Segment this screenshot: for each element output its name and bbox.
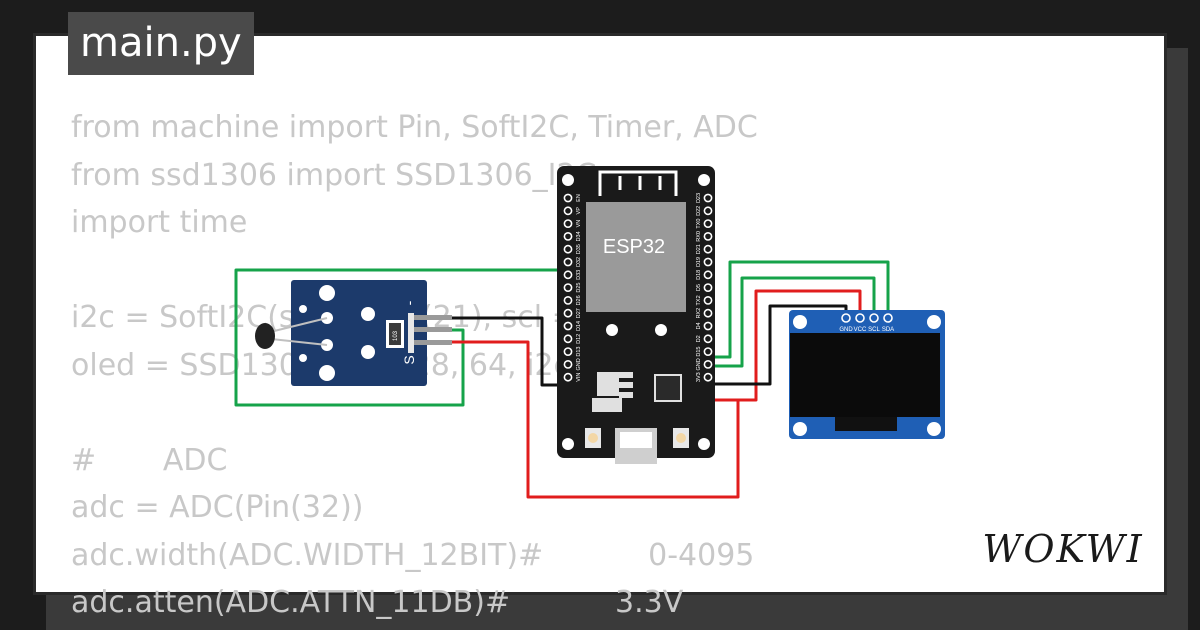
esp32-pin-label: D26 (576, 295, 582, 305)
esp32-board[interactable]: ESP32 ENVPVND34D35D32D33D25D26D27D14D12D… (557, 166, 715, 464)
esp32-pin-d15[interactable] (703, 347, 713, 356)
code-line: from machine import Pin, SoftI2C, Timer,… (71, 110, 758, 145)
esp32-pin-label: D32 (576, 257, 582, 267)
esp32-pin-d35[interactable] (563, 244, 573, 254)
code-line: # ADC (71, 442, 228, 478)
file-tab[interactable]: main.py (68, 12, 254, 75)
esp32-pin-label: VP (576, 207, 582, 215)
wokwi-logo: WOKWI (982, 527, 1143, 571)
oled-pin-label: VCC (854, 327, 867, 333)
thermistor-icon (255, 323, 275, 349)
wire-black-sensor-gnd (452, 316, 566, 387)
esp32-pin-label: D4 (696, 322, 702, 329)
esp32-pin-en[interactable] (563, 193, 573, 203)
esp32-pin-label: D21 (696, 244, 702, 254)
esp32-pin-d18[interactable] (703, 270, 713, 280)
esp32-pin-label: TX0 (696, 219, 702, 229)
esp32-pin-d33[interactable] (563, 270, 573, 280)
esp32-pin-gnd[interactable] (703, 359, 713, 369)
code-line: adc.width(ADC.WIDTH_12BIT)# 0-4095 (71, 537, 755, 573)
esp32-pin-d19[interactable] (703, 257, 713, 267)
esp32-pin-label: D2 (696, 335, 702, 342)
wire-red-vcc (710, 289, 862, 402)
code-line: import time (71, 205, 248, 240)
esp32-pin-d2[interactable] (703, 334, 713, 344)
oled-pin-label: SCL (868, 327, 880, 333)
esp32-pin-label: VN (576, 220, 582, 228)
sensor-signal-label: S (401, 355, 417, 364)
esp32-pin-vin[interactable] (563, 372, 573, 382)
esp32-pin-d27[interactable] (563, 308, 573, 318)
esp32-pin-label: RX0 (696, 231, 702, 242)
code-line: adc.atten(ADC.ATTN_11DB)# 3.3V (71, 585, 684, 620)
esp32-pin-rx0[interactable] (703, 231, 713, 241)
esp32-pin-vn[interactable] (563, 219, 573, 228)
esp32-pin-d13[interactable] (563, 347, 573, 356)
esp32-pin-d26[interactable] (563, 295, 573, 305)
esp32-pin-label: D18 (696, 270, 702, 280)
code-line: from ssd1306 import SSD1306_I2C (71, 157, 597, 193)
esp32-pin-label: D12 (576, 334, 582, 344)
esp32-pin-label: 3V3 (696, 372, 702, 382)
esp32-pin-d32[interactable] (563, 257, 573, 267)
esp32-pin-label: D23 (696, 193, 702, 203)
esp32-pin-label: TX2 (696, 295, 702, 305)
wokwi-logo-text: WOKWI (982, 527, 1143, 571)
esp32-pin-d14[interactable] (563, 321, 573, 331)
esp32-pin-d5[interactable] (703, 283, 713, 292)
wire-green-scl (710, 276, 876, 368)
esp32-pin-tx0[interactable] (703, 219, 713, 228)
wire-black-gnd (710, 304, 848, 386)
esp32-pin-label: RX2 (696, 308, 702, 319)
esp32-pin-label: D25 (576, 283, 582, 293)
esp32-pin-label: D14 (576, 321, 582, 331)
esp32-pin-label: D34 (576, 231, 582, 241)
esp32-pin-d4[interactable] (703, 321, 713, 331)
esp32-label: ESP32 (603, 236, 665, 258)
oled-pin-sda[interactable] (883, 313, 893, 323)
esp32-pin-rx2[interactable] (703, 308, 713, 318)
esp32-pin-label: D13 (576, 347, 582, 357)
oled-pin-scl[interactable] (869, 313, 879, 323)
oled-pin-label: GND (839, 327, 853, 333)
wire-green-sda (710, 260, 890, 359)
wire-green-sensor-signal (234, 268, 566, 407)
esp32-pin-label: D22 (696, 206, 702, 216)
esp32-pin-d12[interactable] (563, 334, 573, 344)
esp32-pin-d21[interactable] (703, 244, 713, 254)
esp32-pin-d25[interactable] (563, 283, 573, 292)
esp32-pin-label: D5 (696, 284, 702, 291)
esp32-pin-label: D35 (576, 244, 582, 254)
esp32-pin-label: GND (696, 358, 702, 370)
oled-pin-vcc[interactable] (855, 313, 865, 323)
oled-pin-gnd[interactable] (841, 313, 851, 323)
esp32-pin-label: VIN (576, 373, 582, 382)
esp32-pin-3v3[interactable] (703, 372, 713, 382)
esp32-pin-label: GND (576, 358, 582, 370)
oled-screen (790, 333, 940, 417)
esp32-pin-vp[interactable] (563, 206, 573, 216)
esp32-pin-d22[interactable] (703, 206, 713, 216)
esp32-pin-label: D15 (696, 347, 702, 357)
oled-pin-label: SDA (882, 327, 894, 333)
esp32-pin-label: D27 (576, 308, 582, 318)
esp32-pin-label: D33 (576, 270, 582, 280)
code-line: adc = ADC(Pin(32)) (71, 490, 364, 525)
sensor-minus-label: - (401, 300, 417, 305)
ntc-sensor-module[interactable]: 103 - S (255, 280, 452, 386)
esp32-pin-label: D19 (696, 257, 702, 267)
esp32-pin-d34[interactable] (563, 231, 573, 241)
esp32-pin-label: EN (576, 194, 582, 202)
resistor-label: 103 (393, 330, 399, 341)
esp32-pin-d23[interactable] (703, 193, 713, 203)
esp32-pin-gnd[interactable] (563, 359, 573, 369)
esp32-pin-tx2[interactable] (703, 295, 713, 305)
